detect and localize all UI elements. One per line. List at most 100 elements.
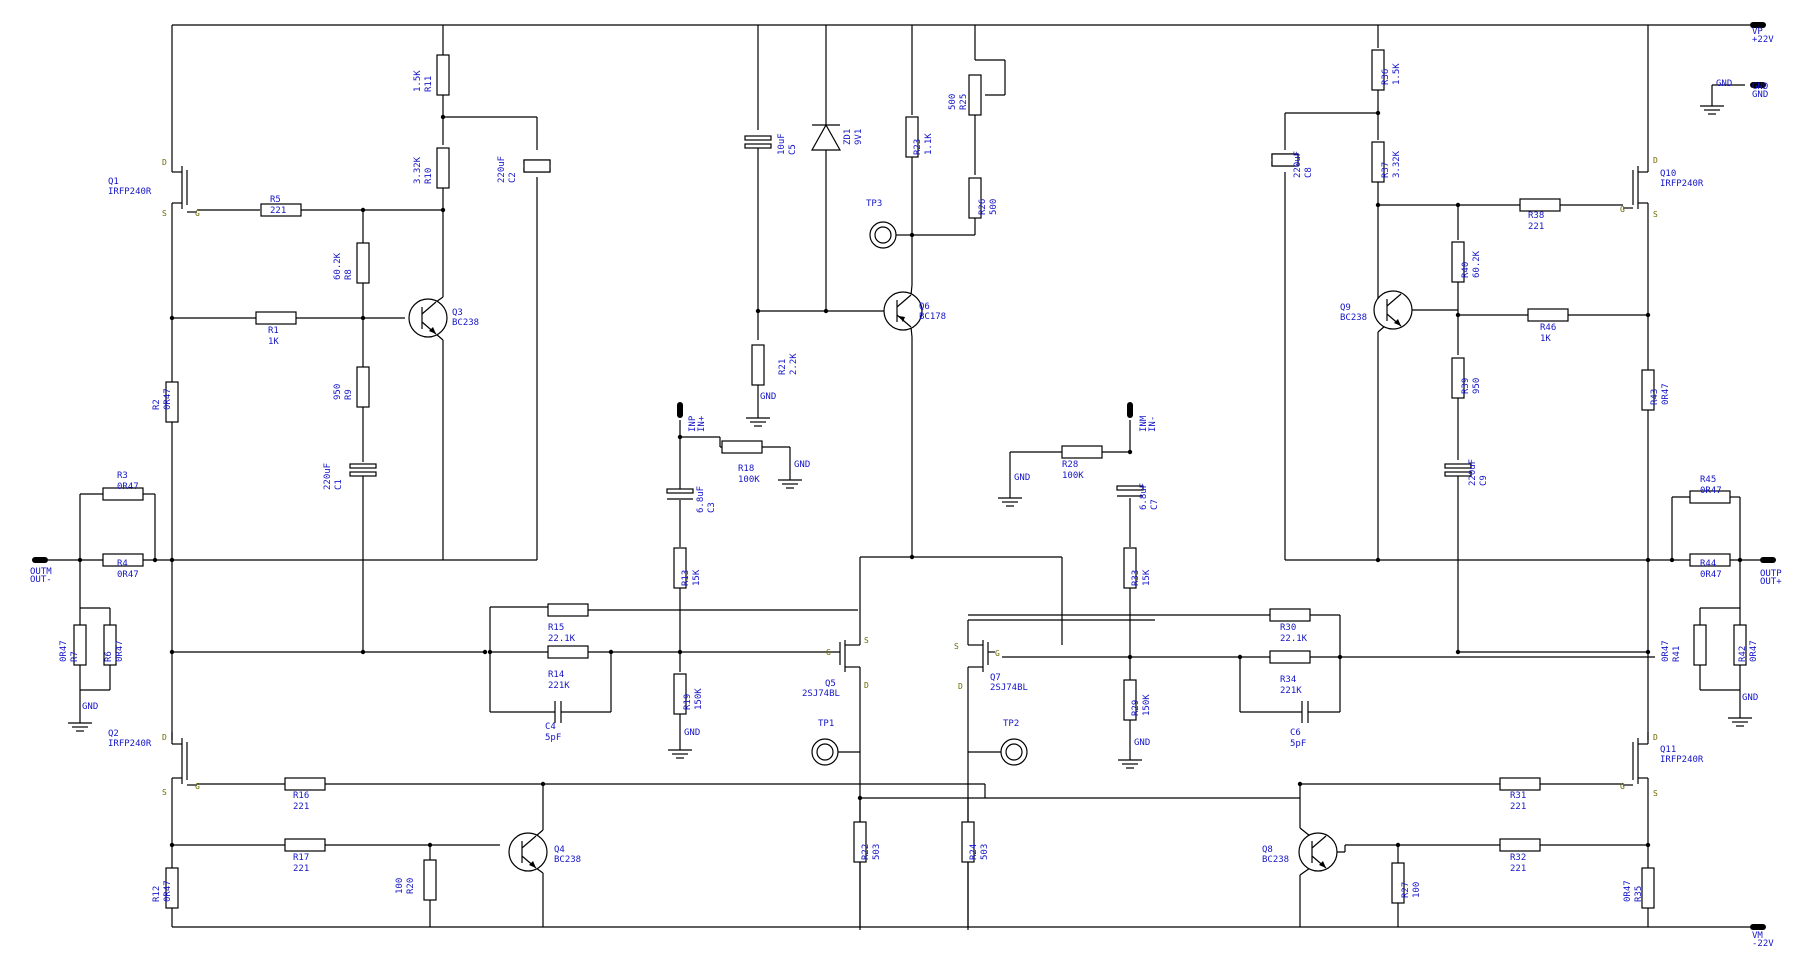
resistor-R8: [356, 242, 370, 284]
resistor-R2: [165, 381, 179, 423]
capacitor-C1-plate: [349, 463, 377, 469]
value-R36: 1.5K: [1392, 63, 1402, 85]
value-R46: 1K: [1540, 334, 1551, 344]
value-C1: 220uF: [323, 463, 333, 490]
value-R26: 500: [989, 199, 999, 215]
ref-Q2: Q2: [108, 729, 119, 739]
value-C4: 5pF: [545, 733, 561, 743]
resistor-R13: [673, 547, 687, 589]
ref-R45: R45: [1700, 475, 1716, 485]
value-R25: 500: [948, 94, 958, 110]
ref-R44: R44: [1700, 559, 1716, 569]
value-Q4: BC238: [554, 855, 581, 865]
value-R18: 100K: [738, 475, 760, 485]
label-text: GND: [1014, 473, 1030, 483]
ref-C8: C8: [1304, 167, 1314, 178]
ref-ZD1: ZD1: [843, 129, 853, 145]
wire: [1299, 827, 1311, 837]
label-text: D: [162, 733, 167, 742]
junction-dot: [1645, 312, 1651, 318]
ref-R31: R31: [1510, 791, 1526, 801]
port-name-outp: OUTP: [1760, 569, 1782, 579]
value-Q5: 2SJ74BL: [802, 689, 840, 699]
value-R43: 0R47: [1661, 383, 1671, 405]
ref-R36: R36: [1381, 69, 1391, 85]
ref-R6: R6: [104, 651, 114, 662]
resistor-R22: [853, 821, 867, 863]
label-text: S: [162, 209, 167, 218]
value-C6: 5pF: [1290, 739, 1306, 749]
junction-dot: [169, 557, 175, 563]
value-R29: 150K: [1142, 694, 1152, 716]
value-R12: 0R47: [163, 880, 173, 902]
port-vp: [1750, 22, 1766, 28]
resistor-R21: [751, 344, 765, 386]
capacitor-C2: [523, 159, 551, 173]
transistor-Q8-arrow: [1319, 861, 1326, 868]
value-R23: 1.1K: [924, 133, 934, 155]
junction-dot: [677, 649, 683, 655]
transistor-Q9-collector: [1386, 293, 1402, 307]
resistor-R10: [436, 147, 450, 189]
ref-C3: C3: [707, 502, 717, 513]
ref-C4: C4: [545, 722, 556, 732]
value-C9: 220uF: [1468, 459, 1478, 486]
testpoint-TP2: [1005, 743, 1023, 761]
ref-R19: R19: [683, 694, 693, 710]
ref-R3: R3: [117, 471, 128, 481]
port-vm: [1750, 924, 1766, 930]
ref-Q1: Q1: [108, 177, 119, 187]
junction-dot: [152, 557, 158, 563]
resistor-R39: [1451, 357, 1465, 399]
ref-R16: R16: [293, 791, 309, 801]
label-text: G: [1620, 782, 1625, 791]
resistor-R45: [1689, 490, 1731, 504]
label-text: S: [1653, 789, 1658, 798]
resistor-R18: [721, 440, 763, 454]
value-Q2: IRFP240R: [108, 739, 152, 749]
transistor-Q3: [408, 298, 448, 338]
value-R30: 22.1K: [1280, 634, 1308, 644]
label-text: G: [826, 648, 831, 657]
value-C2: 220uF: [497, 156, 507, 183]
resistor-R42: [1733, 624, 1747, 666]
resistor-R46: [1527, 308, 1569, 322]
junction-dot: [1645, 557, 1651, 563]
junction-dot: [857, 795, 863, 801]
wires: [48, 24, 1760, 930]
junction-dot: [482, 649, 488, 655]
value-R44: 0R47: [1700, 570, 1722, 580]
transistor-Q6: [883, 291, 923, 331]
value-R39: 950: [1472, 378, 1482, 394]
ref-R2: R2: [152, 399, 162, 410]
ref-R46: R46: [1540, 323, 1556, 333]
value-Q6: BC178: [919, 312, 946, 322]
junction-dot: [169, 649, 175, 655]
resistor-R32: [1499, 838, 1541, 852]
resistor-R33: [1123, 547, 1137, 589]
transistor-Q3-arrow: [429, 327, 436, 334]
ref-R5: R5: [270, 195, 281, 205]
value-R1: 1K: [268, 337, 279, 347]
value-R16: 221: [293, 802, 309, 812]
value-R19: 150K: [694, 688, 704, 710]
transistor-Q8: [1298, 832, 1338, 872]
junction-dot: [677, 434, 683, 440]
transistor-Q3-collector: [421, 301, 437, 315]
value-R28: 100K: [1062, 471, 1084, 481]
ref-R11: R11: [424, 76, 434, 92]
transistor-Q4-collector: [521, 835, 537, 849]
ref-Q8: Q8: [1262, 845, 1273, 855]
capacitor-C5-plate: [744, 135, 772, 141]
ref-R33: R33: [1131, 570, 1141, 586]
resistor-R26: [968, 177, 982, 219]
ref-R10: R10: [424, 168, 434, 184]
transistor-Q6-emitter: [896, 314, 912, 328]
resistor-R29: [1123, 679, 1137, 721]
resistor-R25: [968, 74, 982, 116]
ref-R32: R32: [1510, 853, 1526, 863]
resistor-R1: [255, 311, 297, 325]
resistor-R3: [102, 487, 144, 501]
ref-R23: R23: [913, 139, 923, 155]
